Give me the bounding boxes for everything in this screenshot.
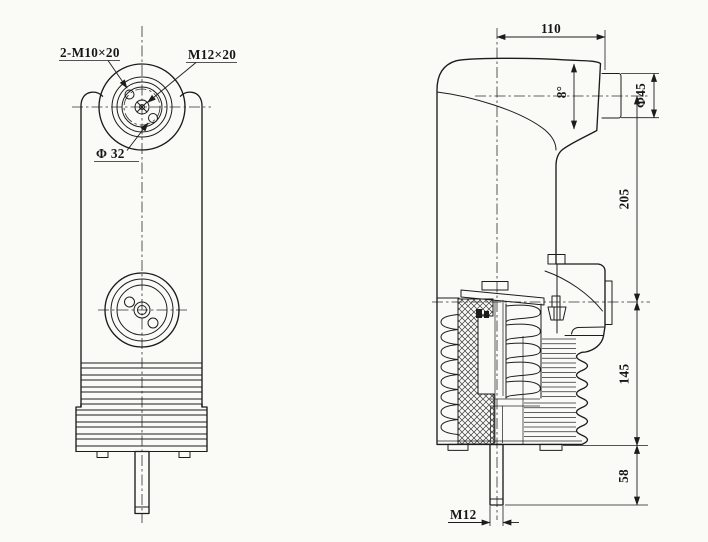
label-center-thread: M12×20 (188, 47, 236, 62)
cut-fins (440, 314, 459, 435)
terminal-stud (481, 281, 509, 291)
m10-hole (124, 296, 135, 308)
flange-ring (110, 278, 174, 342)
fin-elevation-lines (524, 338, 576, 437)
foot (178, 451, 191, 458)
mid-flange-outline (104, 272, 180, 348)
leader-line (107, 60, 128, 89)
end-plate-lines (490, 398, 540, 407)
dim-boss-diameter: Φ45 (633, 83, 648, 108)
dim-arm-length: 110 (541, 21, 561, 36)
boss-blend-curve (544, 270, 603, 312)
m10-hole (147, 317, 159, 329)
dome-outline (98, 63, 186, 151)
center-hole (133, 301, 151, 319)
terminal-plate (460, 289, 545, 306)
bolt-head (547, 306, 567, 321)
fin-step (75, 403, 208, 453)
contact-block (476, 309, 482, 318)
contact-block (484, 311, 489, 318)
front-view: 2-M10×20 M12×20 Φ 32 (59, 26, 237, 523)
bellows (505, 304, 541, 399)
foot (539, 443, 563, 451)
front-fins-lower (75, 409, 208, 452)
head-blend-edge (436, 91, 557, 151)
dim-upper-height: 205 (617, 189, 632, 210)
upper-boss (601, 73, 622, 119)
dim-stem-height: 58 (616, 469, 631, 483)
dim-stem-thread: M12 (450, 507, 477, 522)
side-outline (436, 57, 606, 446)
flange-ring (116, 81, 168, 133)
body-right-edge (179, 91, 203, 408)
clamp-block (547, 254, 566, 265)
dim-mid-height: 145 (617, 364, 632, 385)
center-mark (139, 104, 145, 110)
lower-boss-underside (571, 326, 605, 335)
center-hole (137, 305, 147, 315)
flange-ring (111, 76, 173, 138)
foot (96, 451, 109, 458)
m12-center-hole (134, 99, 150, 115)
label-bolt-pattern: 2-M10×20 (60, 45, 120, 60)
foot (447, 443, 469, 451)
lower-boss-cap (604, 280, 613, 325)
label-bolt-circle-diameter: Φ 32 (96, 146, 125, 161)
dim-taper-angle: 8° (554, 86, 569, 98)
side-view: 110 8° Φ45 205 145 58 M12 (432, 21, 659, 526)
body-left-edge (80, 91, 104, 408)
flange-ring (116, 284, 168, 336)
m10-hole (148, 113, 158, 123)
front-stem (134, 450, 150, 515)
cross-slot (136, 101, 148, 113)
leader-line (126, 122, 149, 151)
epoxy-core-hatched (457, 298, 495, 445)
side-stem (489, 443, 504, 506)
bolt-shank (551, 295, 561, 308)
leader-line (147, 62, 197, 103)
front-fins-upper (80, 362, 203, 405)
m10-hole (124, 89, 135, 100)
